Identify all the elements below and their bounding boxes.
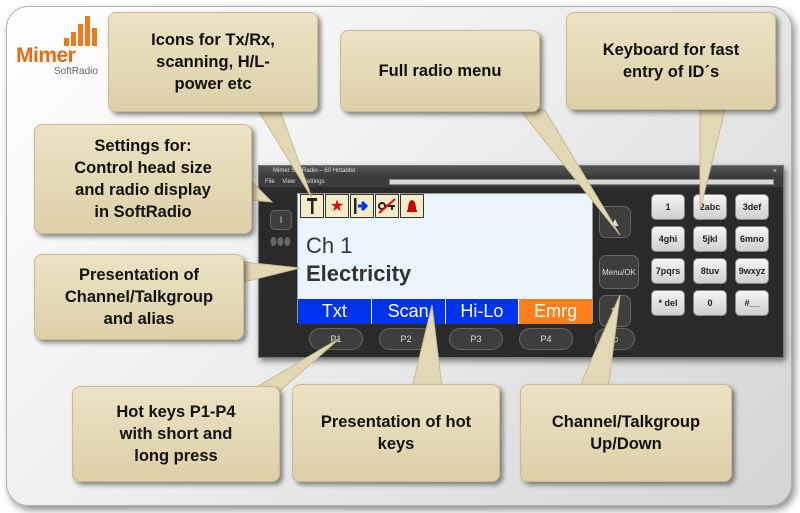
callout-hotkey-presentation: Presentation of hot keys	[292, 384, 500, 482]
channel-up-button[interactable]: ▲	[599, 206, 631, 238]
callout-channel: Presentation of Channel/Talkgroup and al…	[34, 254, 244, 340]
callout-settings: Settings for: Control head size and radi…	[34, 124, 252, 234]
key-0[interactable]: 0	[693, 290, 727, 316]
key-9[interactable]: 9wxyz	[735, 258, 769, 284]
key-2[interactable]: 2abc	[693, 194, 727, 220]
alias-text: Electricity	[306, 261, 412, 286]
key-4[interactable]: 4ghi	[651, 226, 685, 252]
menu-file[interactable]: File	[265, 179, 275, 185]
radio-display: ★ Ch 1 Electricity Txt Scan Hi-Lo Emrg	[297, 193, 593, 324]
window-menubar: File View Settings	[259, 177, 783, 187]
hotkey-label-hilo: Hi-Lo	[445, 299, 520, 324]
callout-menu: Full radio menu	[340, 30, 540, 112]
p2-button[interactable]: P2	[379, 328, 433, 350]
status-icon-row: ★	[300, 194, 425, 220]
logo-title: Mimer	[16, 44, 76, 67]
softradio-window: Mimer SoftRadio – 60 Hotabbo × File View…	[258, 165, 784, 358]
hotkey-label-txt: Txt	[298, 299, 372, 324]
menu-settings[interactable]: Settings	[302, 179, 325, 185]
logo-bars-icon	[64, 16, 104, 46]
key-1[interactable]: 1	[651, 194, 685, 220]
control-head: I ⬮⬮⬮ ★ Ch 1 Electricity Txt Scan Hi-Lo …	[261, 188, 781, 356]
back-button[interactable]: ⮌	[595, 328, 635, 350]
star-icon: ★	[325, 194, 349, 218]
key-7[interactable]: 7pqrs	[651, 258, 685, 284]
status-leds: ⬮⬮⬮	[270, 236, 291, 248]
window-title: Mimer SoftRadio – 60 Hotabbo	[273, 168, 356, 174]
window-titlebar: Mimer SoftRadio – 60 Hotabbo ×	[259, 166, 783, 177]
key-disabled-icon	[375, 194, 399, 218]
settings-button[interactable]: I	[270, 210, 292, 230]
hotkey-label-scan: Scan	[371, 299, 446, 324]
key-8[interactable]: 8tuv	[693, 258, 727, 284]
channel-down-button[interactable]: ▼	[599, 295, 631, 327]
p3-button[interactable]: P3	[449, 328, 503, 350]
callout-icons: Icons for Tx/Rx, scanning, H/L- power et…	[108, 12, 318, 112]
info-bar	[389, 179, 774, 185]
key-6[interactable]: 6mno	[735, 226, 769, 252]
callout-keyboard: Keyboard for fast entry of ID´s	[566, 12, 776, 110]
bell-icon	[400, 194, 424, 218]
menu-ok-button[interactable]: Menu/OK	[599, 255, 639, 289]
hotkey-label-row: Txt Scan Hi-Lo Emrg	[298, 299, 592, 324]
key-hash[interactable]: #__	[735, 290, 769, 316]
transmit-icon	[350, 194, 374, 218]
logo-subtitle: SoftRadio	[54, 66, 98, 77]
close-button[interactable]: ×	[772, 168, 777, 175]
channel-text: Ch 1	[306, 233, 353, 258]
key-5[interactable]: 5jkl	[693, 226, 727, 252]
p1-button[interactable]: P1	[309, 328, 363, 350]
p4-button[interactable]: P4	[519, 328, 573, 350]
key-3[interactable]: 3def	[735, 194, 769, 220]
callout-hotkeys: Hot keys P1-P4 with short and long press	[72, 386, 280, 482]
key-star-del[interactable]: * del	[651, 290, 685, 316]
hotkey-label-emrg: Emrg	[519, 299, 592, 324]
keypad: 1 2abc 3def 4ghi 5jkl 6mno 7pqrs 8tuv 9w…	[651, 194, 775, 324]
mimer-logo: Mimer SoftRadio	[14, 14, 104, 77]
menu-view[interactable]: View	[282, 179, 296, 185]
antenna-icon	[300, 194, 324, 218]
callout-updown: Channel/Talkgroup Up/Down	[520, 384, 732, 482]
